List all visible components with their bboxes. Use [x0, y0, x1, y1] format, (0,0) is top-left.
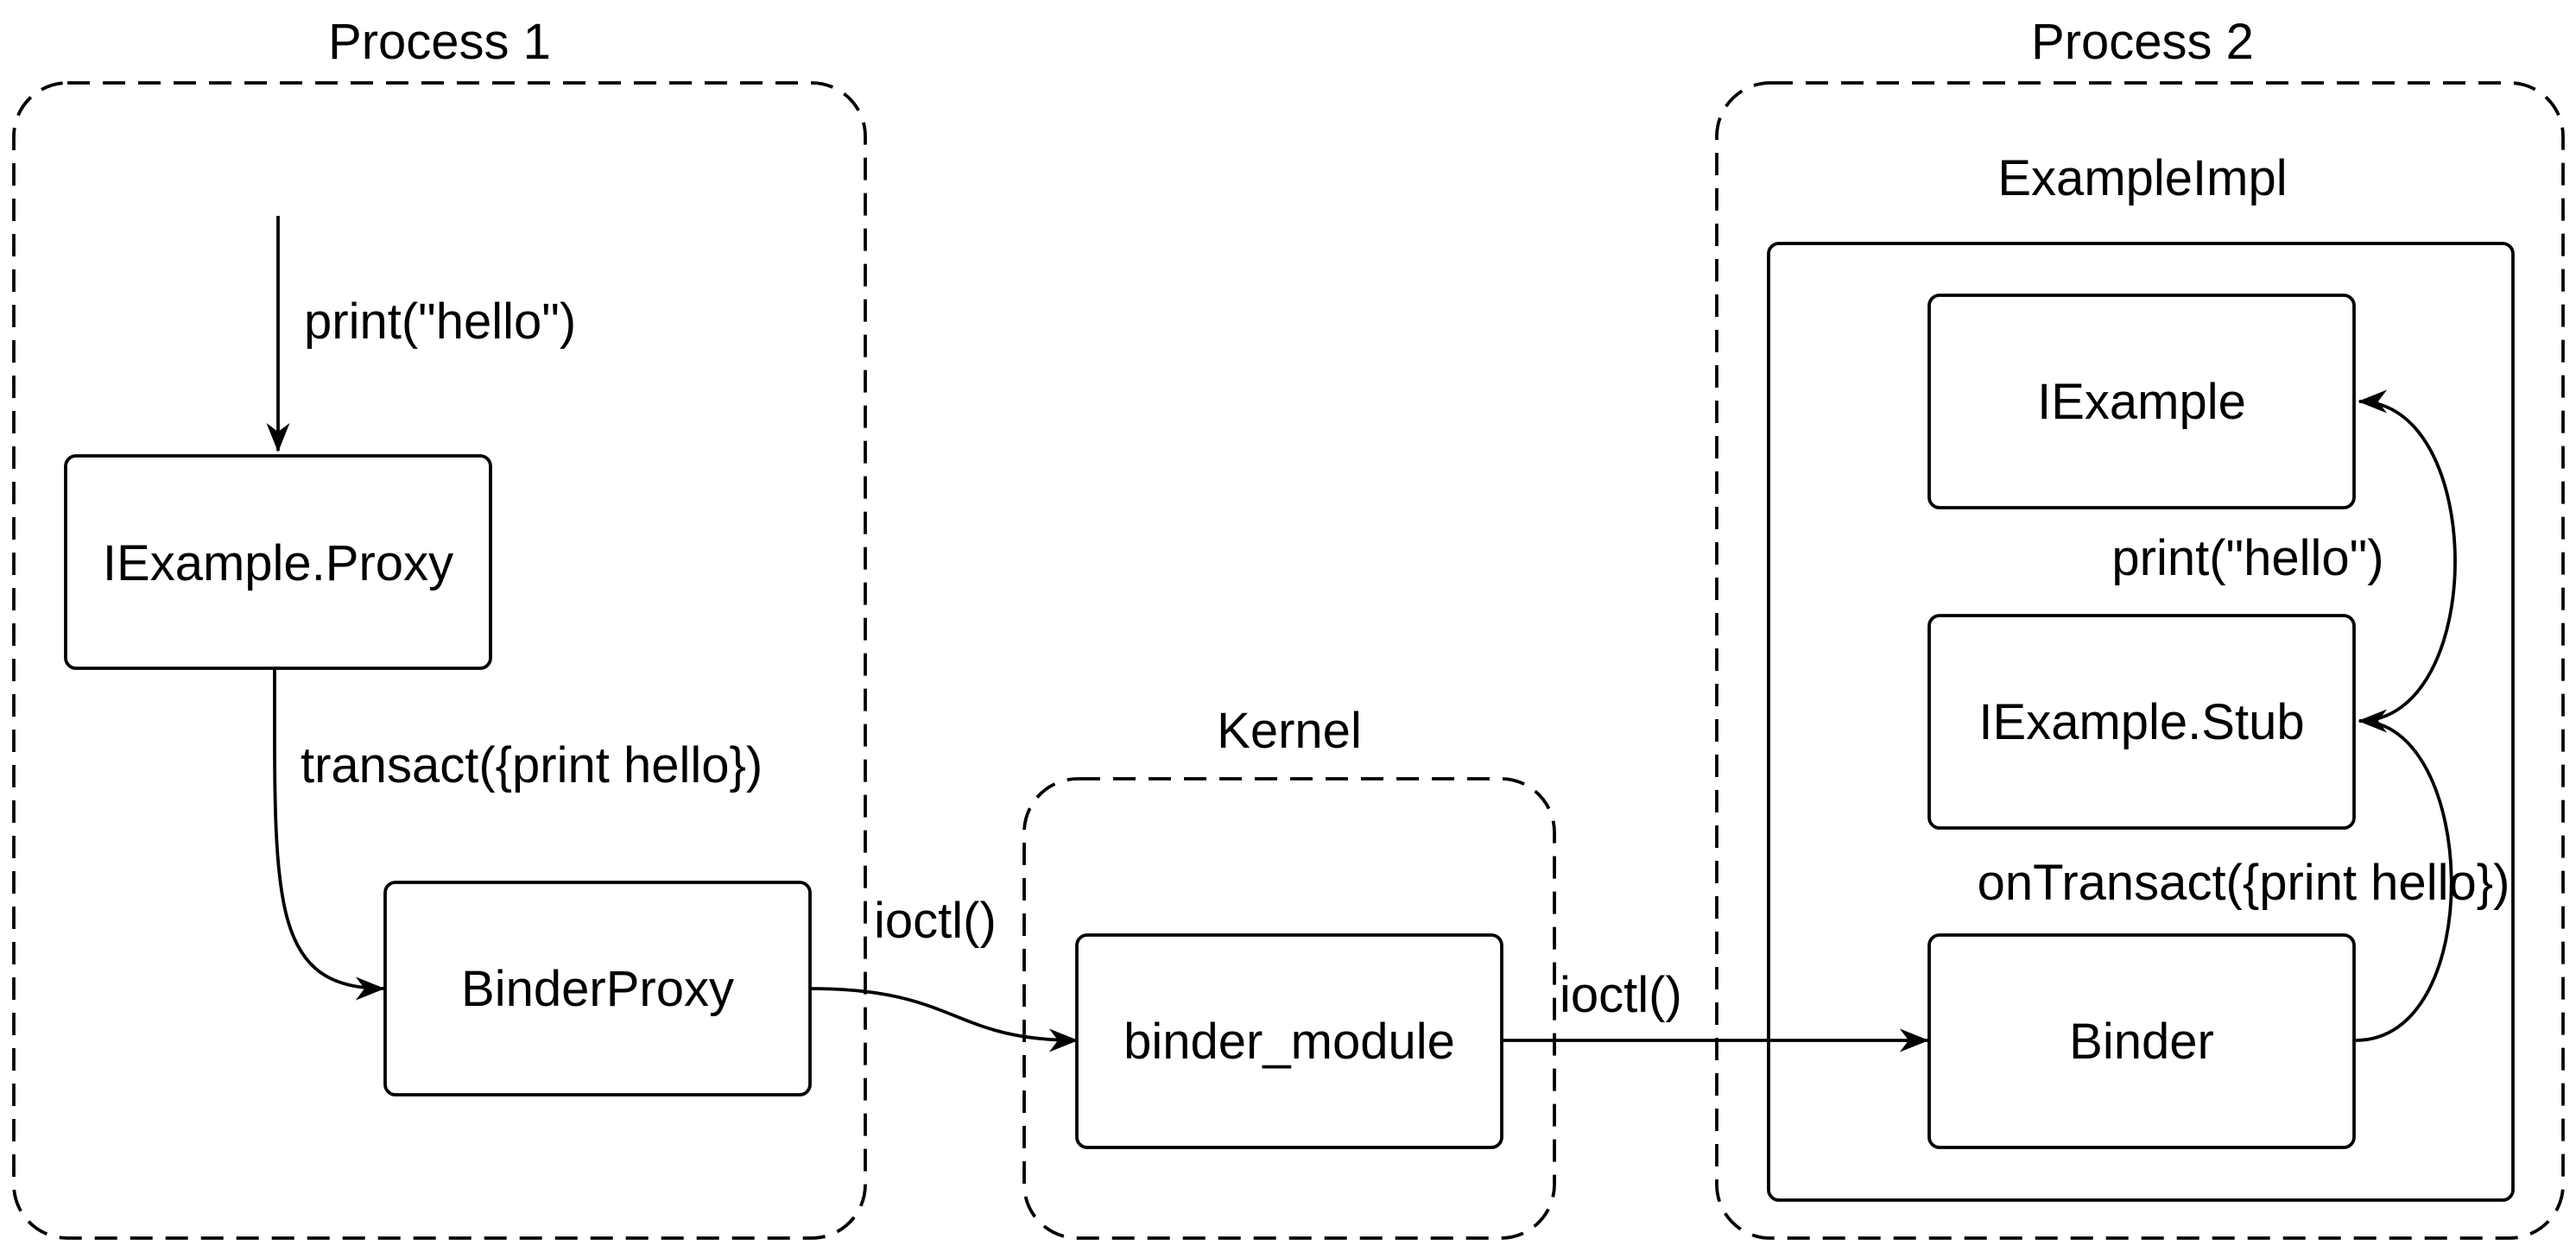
edge-label-on-transact: onTransact({print hello}) — [1978, 855, 2510, 911]
kernel-title: Kernel — [1217, 703, 1362, 759]
edge-transact — [273, 668, 385, 1001]
process1-boundary — [12, 81, 867, 1240]
node-iexample — [1927, 294, 2356, 509]
process2-title: Process 2 — [2031, 14, 2254, 70]
process1-title: Process 1 — [328, 14, 551, 70]
node-binder-module-label: binder_module — [1123, 1014, 1455, 1070]
node-binder — [1927, 933, 2356, 1149]
process2-boundary — [1715, 81, 2565, 1240]
edge-print-hello-impl — [2358, 389, 2457, 723]
node-binder-module — [1075, 933, 1503, 1149]
edge-on-transact — [2355, 709, 2453, 1042]
node-iexample-proxy — [64, 454, 492, 670]
edge-label-transact: transact({print hello}) — [301, 737, 763, 793]
edge-label-print-hello-impl: print("hello") — [2111, 530, 2383, 586]
node-iexample-label: IExample — [2037, 374, 2246, 430]
node-iexample-stub-label: IExample.Stub — [1978, 694, 2304, 750]
node-iexample-proxy-label: IExample.Proxy — [103, 535, 453, 591]
example-impl-title: ExampleImpl — [1997, 150, 2287, 206]
kernel-boundary — [1022, 777, 1556, 1240]
edge-label-print-hello-in: print("hello") — [304, 294, 576, 350]
node-binder-proxy — [383, 881, 812, 1096]
edge-label-ioctl-2: ioctl() — [1560, 967, 1682, 1023]
node-binder-label: Binder — [2069, 1014, 2214, 1070]
edge-label-ioctl-1: ioctl() — [874, 893, 997, 949]
node-iexample-stub — [1927, 614, 2356, 830]
edge-ioctl-proxy-to-module — [809, 987, 1079, 1052]
node-binder-proxy-label: BinderProxy — [461, 961, 734, 1017]
example-impl-container — [1767, 242, 2515, 1202]
